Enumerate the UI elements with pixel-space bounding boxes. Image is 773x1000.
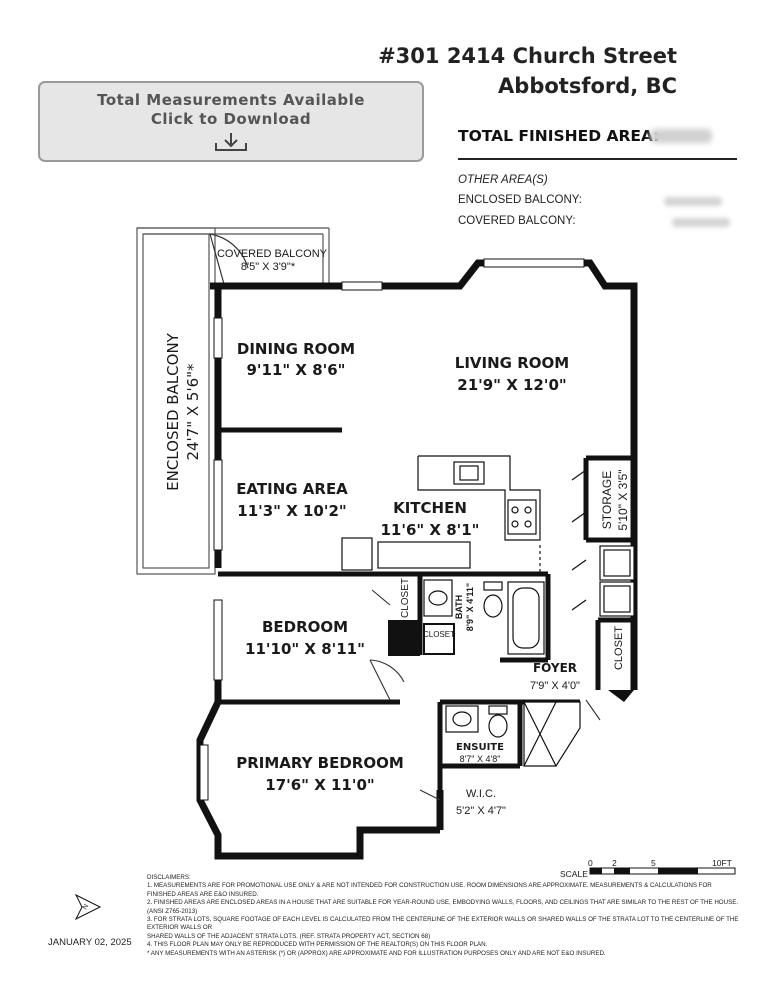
storage-name: STORAGE [600,471,614,529]
primary-bedroom-dims: 17'6" X 11'0" [265,776,374,794]
eating-area-dims: 11'3" X 10'2" [237,502,346,520]
wic-dims: 5'2" X 4'7" [456,805,506,817]
storage-dims: 5'10" X 3'5" [616,469,630,530]
bath-fixtures [423,579,545,655]
disclaimer-line: SHARED WALLS OF THE ADJACENT STRATA LOTS… [147,932,431,940]
disclaimer-line: 1. MEASUREMENTS ARE FOR PROMOTIONAL USE … [147,882,712,890]
enclosed-balcony-name: ENCLOSED BALCONY [164,332,182,491]
other-areas-title: OTHER AREA(S) [458,174,548,186]
scale-tick-5: 5 [651,858,656,868]
foyer-dims: 7'9" X 4'0" [530,680,580,692]
kitchen-dims: 11'6" X 8'1" [380,521,479,539]
scale-label: SCALE [560,869,588,879]
ensuite-name: ENSUITE [456,742,504,753]
dining-room-dims: 9'11" X 8'6" [246,361,345,379]
address-line-2: Abbotsford, BC [498,74,677,98]
bedroom-name: BEDROOM [262,618,348,636]
closet-small-outline [423,623,455,655]
windows [199,258,585,801]
covered-balcony-door [209,233,249,285]
enclosed-balcony-area-label: ENCLOSED BALCONY: [458,194,582,206]
total-finished-area-label: TOTAL FINISHED AREA: [458,127,660,145]
disclaimer-line: 3. FOR STRATA LOTS, SQUARE FOOTAGE OF EA… [147,916,739,924]
disclaimer-line: (ANSI Z765-2013) [147,907,198,915]
closet-bedroom-name: CLOSET [400,578,411,618]
download-icon [215,133,247,151]
doors [369,589,601,801]
kitchen-counters [341,455,541,574]
foyer-corner [608,690,634,702]
foyer-name: FOYER [533,661,577,675]
storage-appliances [571,469,635,617]
disclaimer-line: 2. FINISHED AREAS ARE ENCLOSED AREAS IN … [147,899,739,907]
covered-balcony-area-value-redacted [672,218,730,227]
kitchen-name: KITCHEN [393,499,467,517]
closet-foyer-name: CLOSET [613,626,625,670]
north-compass-icon: N [74,893,102,921]
download-line-1: Total Measurements Available [97,91,365,109]
disclaimer-line: * ANY MEASUREMENTS WITH AN ASTERISK (*) … [147,949,606,957]
room-labels: COVERED BALCONY 8'5" X 3'9"* ENCLOSED BA… [164,248,630,817]
pillar [388,620,420,656]
divider [458,158,737,160]
total-finished-area-value-redacted [650,129,712,143]
eating-area-name: EATING AREA [236,480,348,498]
dining-room-name: DINING ROOM [237,340,355,358]
ensuite-dims: 8'7" X 4'8" [460,754,501,764]
ensuite-fixtures [445,701,581,767]
bath-name: BATH [454,595,464,619]
disclaimer-line: DISCLAIMERS: [147,874,191,881]
wic-name: W.I.C. [466,788,496,800]
covered-balcony-area-label: COVERED BALCONY: [458,215,576,227]
enclosed-balcony-area-value-redacted [664,197,722,206]
living-room-name: LIVING ROOM [455,354,569,372]
enclosed-balcony-dims: 24'7" X 5'6"* [184,363,202,461]
download-line-2: Click to Download [150,110,312,128]
closet-small-name: CLOSET [423,630,455,639]
disclaimers: DISCLAIMERS: 1. MEASUREMENTS ARE FOR PRO… [147,874,747,958]
disclaimer-line: EXTERIOR WALLS OR [147,924,213,932]
compass-n-label: N [82,903,91,911]
address-line-1: #301 2414 Church Street [378,44,677,68]
primary-bedroom-name: PRIMARY BEDROOM [236,754,404,772]
disclaimer-line: 4. THIS FLOOR PLAN MAY ONLY BE REPRODUCE… [147,941,488,949]
covered-balcony-dims: 8'5" X 3'9"* [241,261,296,273]
plan-date: JANUARY 02, 2025 [48,937,132,948]
scale-tick-2: 2 [612,858,617,868]
scale-tick-10: 10FT [712,858,732,868]
bath-dims: 8'9" X 4'11" [465,583,475,631]
download-measurements-button[interactable]: Total Measurements Available Click to Do… [38,81,424,162]
disclaimer-line: FINISHED AREAS ARE E&O INSURED. [147,890,259,898]
scale-tick-0: 0 [588,858,593,868]
covered-balcony-name: COVERED BALCONY [217,248,328,260]
living-room-dims: 21'9" X 12'0" [457,376,566,394]
bedroom-dims: 11'10" X 8'11" [245,640,365,658]
scale-bar: SCALE 0 2 5 10FT [560,858,736,879]
